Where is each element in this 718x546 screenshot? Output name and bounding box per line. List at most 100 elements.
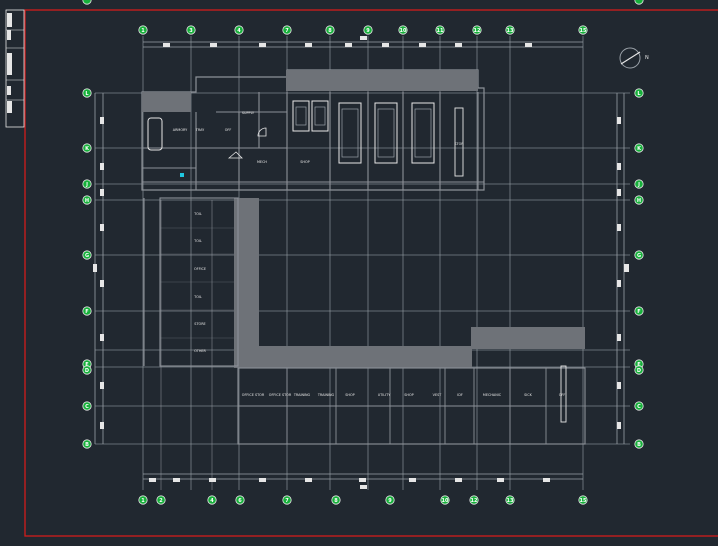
grid-top-label: 8 [328,28,332,34]
grid-bottom-bubble [235,495,245,505]
grid-bottom-label: 13 [507,498,514,504]
vehicle-bay-equipment [295,106,307,126]
grid-top-label: 11 [437,28,444,34]
grid-right-label: E [637,362,641,368]
grid-bottom-bubble [505,495,515,505]
grid-top-label: 3 [189,28,193,34]
grid-left-label: A [85,0,89,2]
dimension-text [210,43,217,47]
room-label: STOR [454,142,464,146]
grid-left-bubble [82,143,92,153]
grid-bottom-bubble [207,495,217,505]
grid-top-label: 7 [285,28,289,34]
grid-right-label: H [637,198,641,204]
grid-top-label: 12 [474,28,481,34]
grid-right-label: K [637,146,642,152]
grid-right-label: D [637,368,641,374]
grid-right-bubble [634,143,644,153]
grid-bottom-label: 8 [334,498,338,504]
grid-top-bubble [578,25,588,35]
grid-right-bubble [634,0,644,5]
grid-bottom-bubble [578,495,588,505]
dimension-text [149,478,156,482]
grid-top-bubble [505,25,515,35]
vehicle-bay-equipment [292,100,310,132]
grid-right-bubble [634,365,644,375]
grid-left-label: J [85,182,88,188]
vehicle-bay-equipment [377,108,395,158]
dimension-text [382,43,389,47]
dimension-text [617,163,621,170]
wall-hatch-corridor-south [234,346,472,368]
grid-bottom-label: 7 [285,498,289,504]
dimension-text [497,478,504,482]
dimension-text [93,264,97,272]
grid-top-label: 4 [237,28,241,34]
grid-left-label: F [85,309,88,315]
sheet-border [24,9,718,537]
dimension-text [259,43,266,47]
grid-right-bubble [634,88,644,98]
room-label: OFFICE STOR [269,393,292,397]
room-label: STORE [194,322,205,326]
grid-left-bubble [82,195,92,205]
dimension-text [100,189,104,196]
room-label: SHOP [300,160,309,164]
room-label: SHOP [345,393,354,397]
room-label: TOIL [193,239,202,243]
grid-bottom-label: 10 [442,498,449,504]
grid-top-label: 1 [141,28,145,34]
vehicle-symbol [147,117,163,151]
building-walls [141,69,586,445]
dimension-text [409,478,416,482]
dimension-text [305,43,312,47]
dimension-text [525,43,532,47]
grid-left-label: K [85,146,90,152]
grid-right-label: G [637,253,641,259]
dimension-text [455,478,462,482]
dimension-text [100,224,104,231]
grid-right-label: B [637,442,641,448]
grid-right-bubble [634,401,644,411]
dimension-text [419,43,426,47]
grid-right-bubble [634,250,644,260]
dimension-text [305,478,312,482]
dimension-text [617,422,621,429]
room-label: TRAINING [293,393,311,397]
grid-right-label: C [637,404,641,410]
grid-left-label: B [85,442,89,448]
dimension-text [100,163,104,170]
dimension-text [345,43,352,47]
north-arrow: N [619,47,649,69]
room-label: TOIL [193,212,202,216]
room-label: OFF [559,393,566,397]
grid-top-label: 15 [580,28,587,34]
dimension-text [209,478,216,482]
room-label: OFF [225,128,232,132]
room-label: OFFICE [194,267,206,271]
room-label: MECHANIC [483,393,502,397]
room-label: TRAINING [317,393,335,397]
grid-left-bubble [82,365,92,375]
grid-top-bubble [234,25,244,35]
dimension-text [100,117,104,124]
wall-hatch-corridor-east [471,327,585,349]
grid-bottom-label: 4 [210,498,214,504]
dimension-text [359,478,366,482]
vehicle-bay-equipment [314,106,326,126]
dimension-text [455,43,462,47]
grid-left-label: L [85,91,89,97]
vehicle-bay-equipment [338,102,362,164]
vehicle-bay-equipment [311,100,329,132]
dimension-text [360,485,367,489]
grid-top-bubble [138,25,148,35]
dimension-text [617,189,621,196]
grid-top-bubble [363,25,373,35]
grid-left-bubble [82,401,92,411]
room-label: UTILITY [378,393,392,397]
title-block [5,9,25,128]
door-swing [227,151,243,159]
